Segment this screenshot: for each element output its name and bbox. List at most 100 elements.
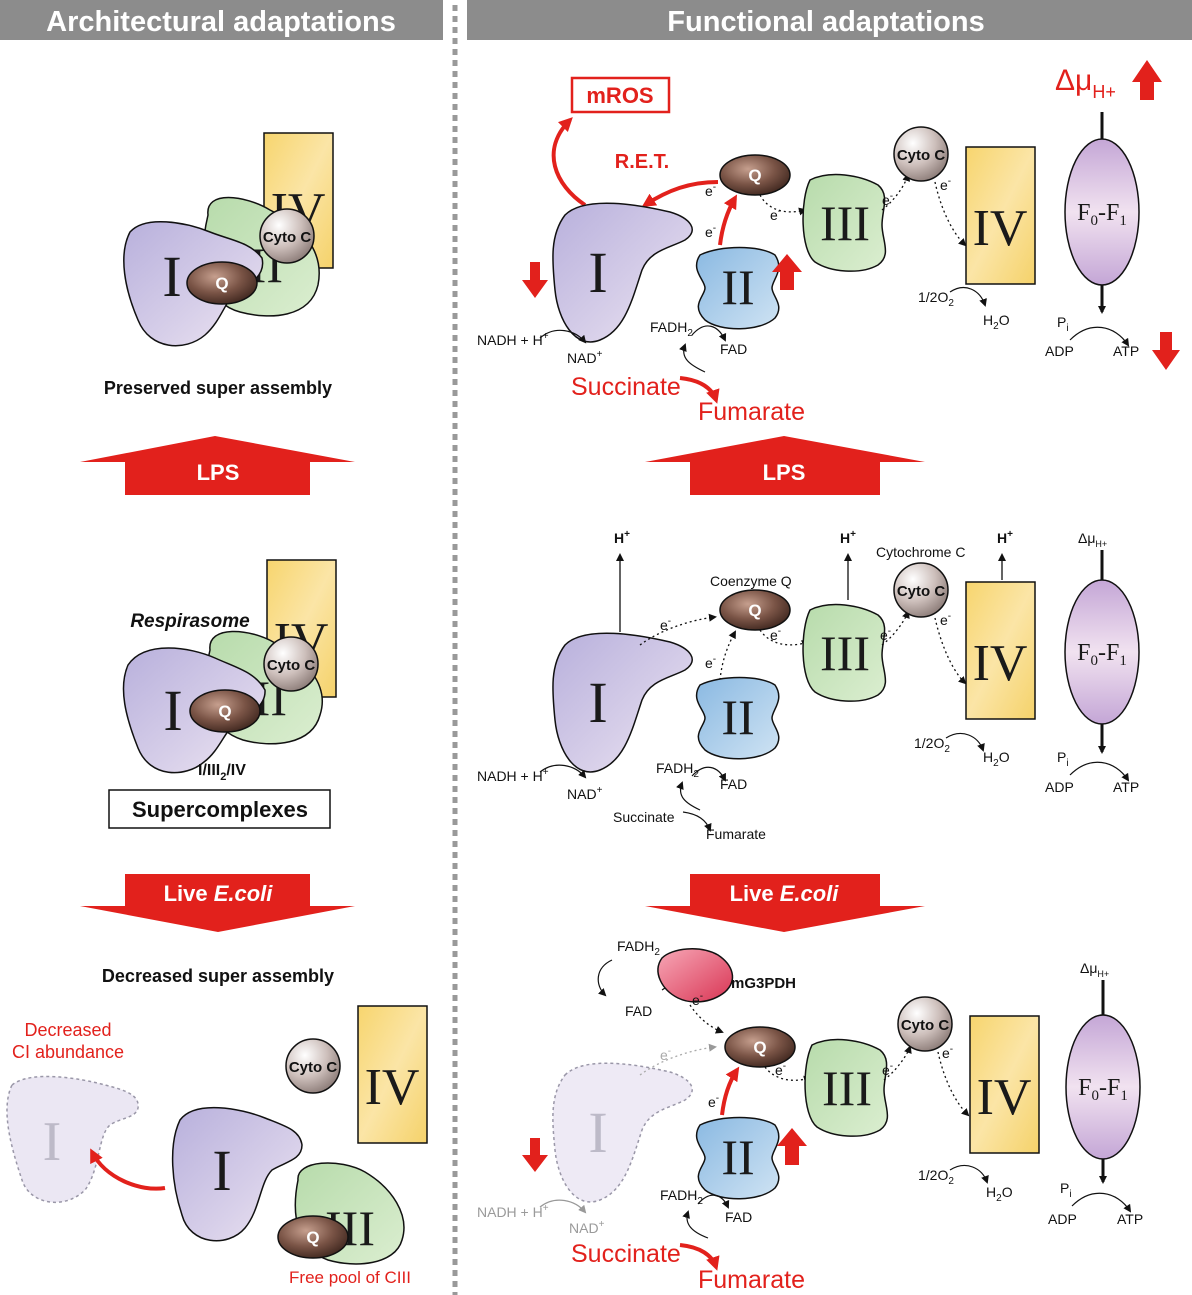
lps-label-right: LPS — [763, 460, 806, 485]
coenzyme-q-shape — [277, 1215, 349, 1259]
cytochrome-c-shape — [285, 1038, 341, 1094]
complex-iii-shape — [802, 173, 887, 272]
delta-mu-label: ΔμH+ — [1078, 530, 1107, 549]
nadh-label: NADH + H+ — [477, 767, 549, 784]
cytochrome-c-shape — [259, 208, 315, 264]
coenzyme-q-label: Q — [748, 166, 761, 185]
ret-arrow — [641, 180, 719, 208]
complex-iv-label: IV — [365, 1059, 420, 1116]
fadh2-label: FADH2 — [656, 760, 699, 780]
faded-ci-to-q-arrow — [639, 1043, 717, 1076]
nadh-oxidation-arrow — [539, 764, 587, 779]
cytochrome-c-shape — [893, 126, 949, 182]
preserved-caption: Preserved super assembly — [104, 378, 332, 398]
half-o2-label: 1/2O2 — [918, 289, 954, 309]
succinate-label: Succinate — [613, 809, 675, 825]
complex-iv-label: IV — [977, 1069, 1032, 1126]
atp-synthase-label: F0-F1 — [1078, 1075, 1128, 1104]
pi-label: Pi — [1060, 1180, 1072, 1200]
coenzyme-q-label: Q — [753, 1038, 766, 1057]
complex-i-label: I — [163, 678, 182, 743]
supercomplexes-box — [108, 789, 331, 829]
cytochrome-c-label: Cyto C — [897, 583, 946, 600]
o2-reduction-arrow — [949, 1165, 989, 1184]
ret-label: R.E.T. — [615, 151, 669, 173]
complex-i-label: I — [588, 670, 607, 735]
mros-box — [570, 76, 671, 114]
fumarate-label: Fumarate — [698, 1266, 805, 1294]
electron-label: e- — [770, 206, 781, 223]
live-ecoli-arrow-left — [80, 874, 355, 932]
fad-arrow — [691, 766, 726, 782]
complex-ii-label: II — [721, 259, 754, 315]
decreased-ci-line1: Decreased — [24, 1020, 111, 1040]
atp-synthesis-arrow — [1071, 1192, 1132, 1213]
electron-label: e- — [942, 1044, 953, 1061]
cyto-to-civ-arrow — [937, 1051, 970, 1117]
g3p-fad-arrow — [597, 959, 613, 997]
lps-label-left: LPS — [197, 460, 240, 485]
up-arrow-delta-mu — [1132, 60, 1162, 100]
pi-label: Pi — [1057, 749, 1069, 769]
atp-label: ATP — [1113, 779, 1139, 795]
lps-arrow-left — [80, 436, 355, 495]
complex-i-shape — [552, 632, 693, 773]
fadh-regen-arrow — [682, 1210, 709, 1239]
atp-synthesis-arrow — [1069, 761, 1130, 782]
electron-label: e- — [940, 176, 951, 193]
supercomplex-formula: I/III2/IV — [198, 762, 246, 783]
succinate-to-fumarate-arrow — [682, 811, 712, 832]
faded-complex-i-label: I — [588, 1100, 607, 1165]
free-pool-label: Free pool of CIII — [289, 1268, 411, 1287]
lps-arrow-right — [645, 436, 925, 495]
pi-label: Pi — [1057, 314, 1069, 334]
complex-iv-shape — [965, 146, 1036, 285]
mros-arrow — [551, 117, 587, 207]
down-arrow-ci — [522, 1138, 548, 1172]
complex-ii-shape — [695, 676, 780, 760]
nadh-oxidation-arrow — [539, 329, 587, 344]
complex-iv-label: IV — [973, 635, 1028, 692]
faded-electron-label: e- — [660, 1046, 671, 1063]
complex-i-shape — [552, 202, 693, 343]
coenzyme-q-label: Q — [218, 702, 231, 721]
electron-label: e- — [708, 1093, 719, 1110]
proton-label: H+ — [840, 529, 856, 546]
atp-label: ATP — [1113, 343, 1139, 359]
coenzyme-q-label: Q — [215, 274, 228, 293]
live-ecoli-label-right: Live E.coli — [730, 881, 840, 906]
cii-to-q-arrow — [720, 1066, 740, 1116]
left-header-title: Architectural adaptations — [46, 6, 396, 38]
adp-label: ADP — [1045, 779, 1074, 795]
coenzyme-q-label: Q — [748, 601, 761, 620]
fad-label: FAD — [625, 1003, 652, 1019]
atp-synthase-label: F0-F1 — [1077, 200, 1127, 229]
proton-label: H+ — [997, 529, 1013, 546]
complex-i-shape — [171, 1107, 303, 1242]
cytochrome-c-shape — [893, 562, 949, 618]
right-header-title: Functional adaptations — [667, 6, 984, 38]
complex-i-label: I — [588, 240, 607, 305]
coenzyme-q-shape — [189, 689, 261, 733]
electron-label: e- — [660, 616, 671, 633]
mros-label: mROS — [586, 83, 653, 108]
atp-label: ATP — [1117, 1211, 1143, 1227]
cyto-to-civ-arrow — [934, 181, 967, 247]
cytochrome-c-label: Cyto C — [897, 147, 946, 164]
fadh2-label: FADH2 — [650, 319, 693, 339]
complex-ii-label: II — [721, 689, 754, 745]
h2o-label: H2O — [983, 749, 1010, 769]
fumarate-label: Fumarate — [706, 826, 766, 842]
mg3pdh-shape — [657, 948, 734, 1003]
supercomplexes-label: Supercomplexes — [132, 797, 308, 822]
proton-label: H+ — [614, 529, 630, 546]
o2-reduction-arrow — [945, 733, 985, 752]
faded-nadh-label: NADH + H+ — [477, 1203, 549, 1220]
q-to-ciii-arrow — [759, 629, 810, 648]
faded-complex-i-shape — [552, 1062, 693, 1203]
electron-label: e- — [705, 223, 716, 240]
succinate-label: Succinate — [571, 1240, 681, 1268]
fadh2-label: FADH2 — [660, 1187, 703, 1207]
fad-arrow — [697, 1194, 730, 1209]
succinate-to-fumarate-arrow — [679, 376, 720, 404]
